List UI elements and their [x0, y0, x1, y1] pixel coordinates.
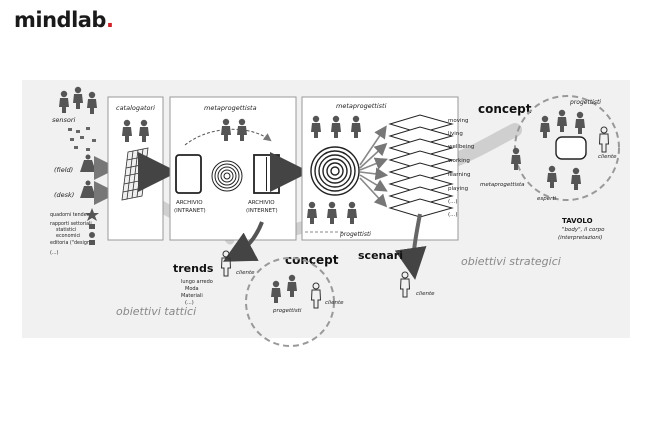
field-label: (field) [54, 166, 73, 174]
progettisti-label: progettisti [339, 231, 371, 238]
metaprogettista-label: metaprogettista [204, 104, 257, 112]
trends-cliente: cliente [236, 270, 255, 276]
obiettivi-tattici-label: obiettivi tattici [116, 305, 196, 318]
trends-title: trends [173, 262, 214, 275]
archivio-intranet-icon [175, 154, 202, 194]
archivio1-sub: (INTRANET) [174, 208, 206, 214]
stack-label: wellbeing [448, 144, 474, 150]
doc-item: editoria ("design") [50, 240, 94, 246]
concept-bottom-cliente: cliente [325, 300, 344, 306]
stack-label: playing [448, 186, 468, 192]
stack-label: moving [448, 118, 468, 124]
stack-label: (...) [448, 199, 458, 205]
concept-bottom-title: concept [285, 253, 339, 267]
archivio2-sub: (INTERNET) [246, 208, 278, 214]
scenari-cliente: cliente [416, 291, 435, 297]
concept-bottom-progettisti: progettisti [272, 308, 302, 314]
logo-text: mindlab [14, 8, 106, 32]
stack-label: learning [448, 172, 470, 178]
archivio2-title: ARCHIVIO [248, 200, 275, 206]
logo-dot: . [105, 8, 114, 32]
doc-item: statistici [56, 227, 76, 233]
sensori-label: sensori [52, 116, 76, 124]
stack-labels: moving living wellbeing working learning… [448, 118, 474, 218]
document-list: quadorni tendenze rapporti settoriali st… [50, 212, 95, 256]
archivio1-title: ARCHIVIO [176, 200, 203, 206]
catalogatori-label: catalogatori [116, 104, 155, 112]
concept-top-title: concept [478, 102, 532, 116]
field-bag-icon [80, 154, 96, 172]
mindlab-logo: mindlab. [14, 8, 114, 32]
spiral-small-icon [211, 160, 243, 192]
metaprogettisti-label: metaprogettisti [336, 102, 387, 110]
stack-label: (...) [448, 212, 458, 218]
concept-bottom-circle [245, 257, 335, 347]
stack-label: living [448, 131, 463, 137]
doc-item: economici [56, 233, 80, 239]
scenari-title: scenari [358, 249, 403, 262]
sensor-dots [68, 127, 96, 151]
trends-list: lungo arredo Moda Materiali (...) [181, 279, 213, 306]
doc-item: rapporti settoriali [50, 221, 92, 227]
tavolo-table-icon [555, 136, 587, 160]
dashed-arrow-archives [184, 128, 272, 146]
doc-item: (...) [50, 250, 58, 256]
fan-arrows [359, 125, 389, 208]
obiettivi-strategici-label: obiettivi strategici [461, 255, 561, 268]
arrow-to-trends [222, 221, 264, 262]
desk-label: (desk) [54, 191, 74, 199]
stack-label: working [448, 158, 470, 164]
tavolo-sub2: (interpretazioni) [558, 235, 603, 241]
tavolo-sub1: "body", il corpo [562, 227, 605, 233]
desk-bag-icon [80, 180, 96, 198]
concept-top-cliente: cliente [598, 154, 617, 160]
doc-item: quadorni tendenze [50, 212, 95, 218]
arrow-to-scenari [394, 213, 427, 280]
list-markers [85, 208, 99, 245]
tavolo-label: TAVOLO [562, 217, 593, 225]
spiral-large-icon [310, 146, 360, 196]
concept-top-esperti: esperti [537, 196, 557, 202]
flow-path-top [448, 123, 522, 167]
trends-item: lungo arredo [181, 279, 213, 285]
concept-top-progettisti: progettisti [569, 99, 601, 106]
scenario-stack [388, 114, 454, 218]
trends-item: Moda [185, 286, 199, 292]
trends-item: Materiali [181, 293, 203, 299]
trends-item: (...) [185, 300, 194, 306]
concept-top-metaprogettista: metaprogettista [480, 182, 525, 188]
